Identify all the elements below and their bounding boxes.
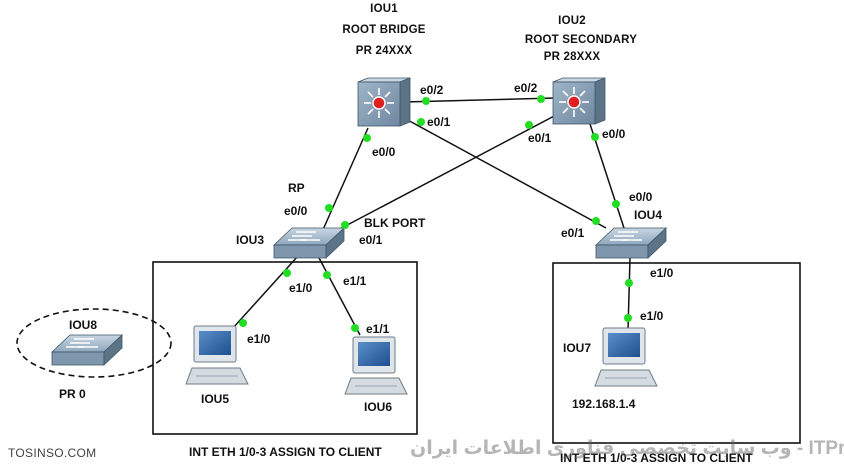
iou2-port-e0-2: e0/2 xyxy=(514,81,538,95)
iou3-port-e0-1: e0/1 xyxy=(359,233,383,247)
iou6-port-e1-1: e1/1 xyxy=(366,322,390,336)
iou2-port-e0-1: e0/1 xyxy=(528,131,552,145)
left-box-caption: INT ETH 1/0-3 ASSIGN TO CLIENT xyxy=(189,445,382,459)
iou8-name: IOU8 xyxy=(69,318,98,332)
iou5-pc-icon[interactable] xyxy=(185,325,249,385)
iou5-port-e1-0: e1/0 xyxy=(247,332,271,346)
iou4-port-e0-1: e0/1 xyxy=(561,226,585,240)
link-iou3-iou6 xyxy=(317,255,361,336)
iou1-port-e0-1: e0/1 xyxy=(427,115,451,129)
iou3-port-e1-1: e1/1 xyxy=(343,274,367,288)
link-iou2-iou3 xyxy=(333,113,559,233)
port-dots xyxy=(239,95,633,332)
itpro-watermark: ITPro.ir - وب سایت تخصصی فناوری اطلاعات … xyxy=(410,438,844,459)
iou4-port-e1-0: e1/0 xyxy=(650,266,674,280)
port-dot xyxy=(592,217,600,225)
iou2-name: IOU2 xyxy=(558,15,586,27)
iou4-switch-icon[interactable] xyxy=(594,227,668,259)
iou3-port-e0-0: e0/0 xyxy=(284,204,308,218)
iou3-blocked-port-label: BLK PORT xyxy=(364,216,426,230)
iou7-ip-address: 192.168.1.4 xyxy=(572,397,636,411)
iou7-name: IOU7 xyxy=(563,341,592,355)
iou3-name: IOU3 xyxy=(236,233,265,247)
port-dot xyxy=(422,97,430,105)
iou1-multilayer-switch-icon[interactable] xyxy=(357,77,411,127)
port-dot xyxy=(591,133,599,141)
iou1-port-e0-0: e0/0 xyxy=(372,145,396,159)
iou5-name: IOU5 xyxy=(201,392,230,406)
iou8-ellipse xyxy=(16,308,172,378)
iou3-root-port-label: RP xyxy=(288,181,305,195)
port-dot xyxy=(417,118,425,126)
link-iou1-iou4 xyxy=(403,117,607,229)
tosinso-watermark: TOSINSO.COM xyxy=(8,446,97,460)
iou6-pc-icon[interactable] xyxy=(344,336,408,395)
iou6-name: IOU6 xyxy=(364,400,393,414)
iou4-port-e0-0: e0/0 xyxy=(629,190,653,204)
port-dot xyxy=(624,314,632,322)
iou2-port-e0-0: e0/0 xyxy=(602,127,626,141)
iou7-port-e1-0: e1/0 xyxy=(640,309,664,323)
port-dot xyxy=(525,121,533,129)
port-dot xyxy=(351,324,359,332)
iou1-port-e0-2: e0/2 xyxy=(420,83,444,97)
port-dot xyxy=(239,319,247,327)
link-iou2-iou4 xyxy=(589,123,625,229)
iou2-role: ROOT SECONDARY xyxy=(524,34,638,46)
iou7-pc-icon[interactable] xyxy=(594,327,658,387)
iou8-priority: PR 0 xyxy=(59,387,86,401)
links xyxy=(232,97,631,336)
iou3-switch-icon[interactable] xyxy=(272,227,346,259)
iou2-multilayer-switch-icon[interactable] xyxy=(552,77,606,125)
port-dot xyxy=(612,200,620,208)
port-dot xyxy=(341,221,349,229)
link-iou3-iou5 xyxy=(232,255,299,329)
iou4-name: IOU4 xyxy=(634,208,663,222)
port-dot xyxy=(363,134,371,142)
iou3-port-e1-0: e1/0 xyxy=(289,281,313,295)
right-box-caption: INT ETH 1/0-3 ASSIGN TO CLIENT xyxy=(560,451,753,465)
iou1-name: IOU1 xyxy=(370,3,398,15)
left-client-box xyxy=(152,261,418,435)
port-dot xyxy=(537,95,545,103)
port-dot xyxy=(325,204,333,212)
port-dot xyxy=(625,279,633,287)
iou2-priority: PR 28XXX xyxy=(543,51,601,63)
port-dot xyxy=(323,271,331,279)
link-iou1-iou3 xyxy=(321,127,369,233)
port-dot xyxy=(283,269,291,277)
iou8-switch-icon[interactable] xyxy=(50,334,124,366)
iou1-role: ROOT BRIDGE xyxy=(342,24,426,36)
iou1-priority: PR 24XXX xyxy=(355,45,413,57)
right-client-box xyxy=(552,262,801,444)
